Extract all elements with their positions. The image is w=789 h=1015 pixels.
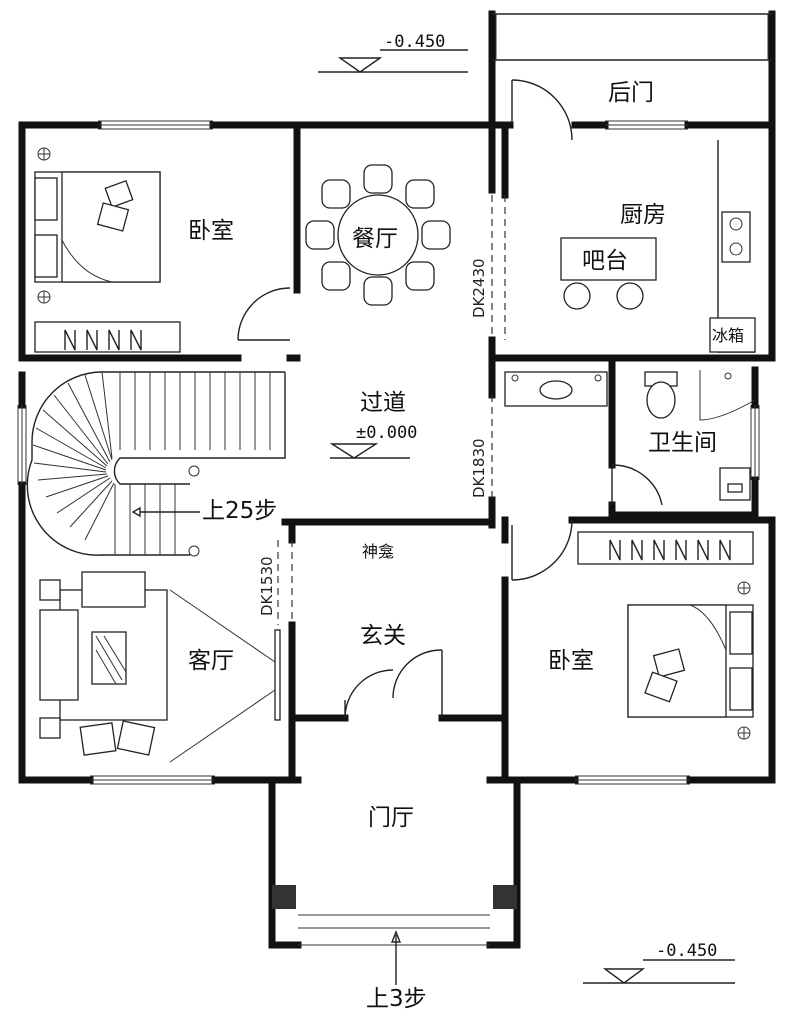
room-label-bathroom: 卫生间 xyxy=(648,430,717,456)
porch-columns xyxy=(272,885,517,909)
elevation-marker-top xyxy=(318,49,468,73)
kitchen-fixtures xyxy=(560,140,756,353)
elevation-corridor: ±0.000 xyxy=(356,423,417,443)
room-label-foyer: 玄关 xyxy=(360,623,406,649)
room-label-bedroom-left: 卧室 xyxy=(188,218,234,244)
room-label-living: 客厅 xyxy=(188,648,234,674)
opening-label-living-foyer: DK1530 xyxy=(258,556,276,616)
room-label-shrine: 神龛 xyxy=(362,542,394,561)
staircase xyxy=(26,371,286,557)
room-label-fridge: 冰箱 xyxy=(712,326,744,345)
elevation-top: -0.450 xyxy=(384,32,445,52)
stair-label-up-3: 上3步 xyxy=(366,986,427,1012)
elevation-marker-corridor xyxy=(329,443,410,459)
interior-walls xyxy=(18,121,776,784)
left-wardrobe xyxy=(34,321,181,353)
bathroom-fixtures xyxy=(504,370,756,501)
back-canopy xyxy=(492,13,772,61)
room-label-bar: 吧台 xyxy=(582,248,628,274)
living-furniture xyxy=(39,571,281,763)
right-wardrobe xyxy=(577,531,754,565)
room-label-entrance-hall: 门厅 xyxy=(368,805,414,831)
room-label-bedroom-right: 卧室 xyxy=(548,648,594,674)
dashed-openings xyxy=(277,195,506,625)
elevation-marker-bottom xyxy=(583,959,735,984)
elevation-bottom: -0.450 xyxy=(656,941,717,961)
exterior-walls xyxy=(18,10,776,949)
windows xyxy=(17,120,760,946)
room-label-dining: 餐厅 xyxy=(352,226,398,252)
entry-arrow xyxy=(390,930,402,985)
stair-label-up-25: 上25步 xyxy=(202,498,277,524)
room-label-back-door: 后门 xyxy=(608,80,654,106)
opening-label-corridor-bath: DK1830 xyxy=(470,438,488,498)
dining-table xyxy=(305,164,451,306)
right-bed xyxy=(627,581,754,740)
opening-label-dining-kitchen: DK2430 xyxy=(470,258,488,318)
room-label-corridor: 过道 xyxy=(360,390,406,416)
doors xyxy=(237,79,663,719)
left-bed xyxy=(34,147,161,304)
room-label-kitchen: 厨房 xyxy=(620,202,666,228)
